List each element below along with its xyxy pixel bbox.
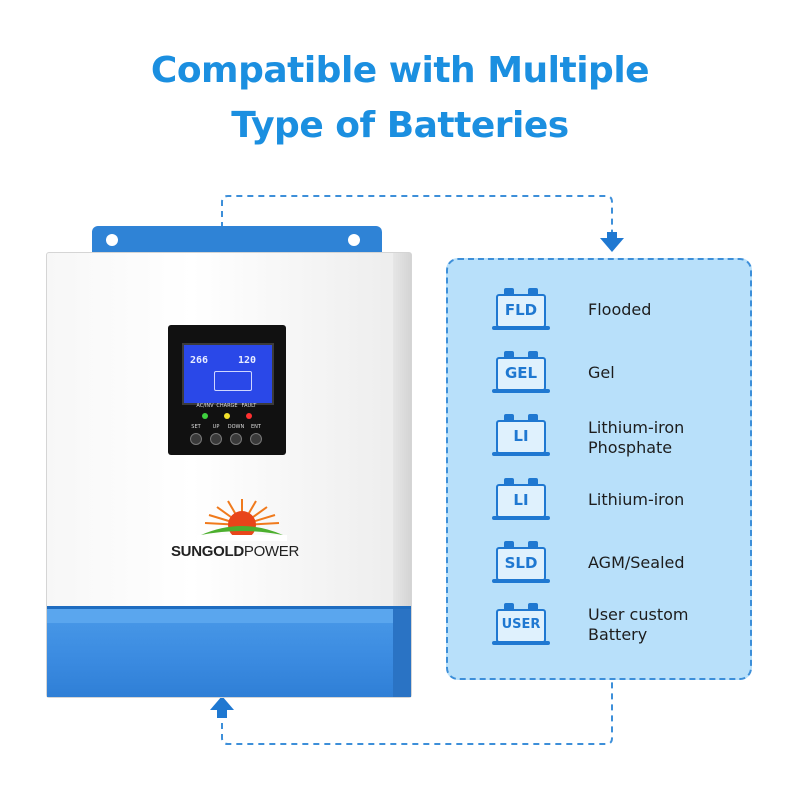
sun-logo-icon <box>197 499 287 541</box>
battery-code: LI <box>496 420 546 454</box>
button-label-set: SET <box>191 424 201 430</box>
battery-type-label: AGM/Sealed <box>588 553 685 572</box>
battery-type-label-line2: Phosphate <box>588 438 673 457</box>
up-button <box>210 433 222 445</box>
inverter-unit: 266 120 AC/INV CHARGE FAULT SET UP DOWN … <box>46 252 412 698</box>
led-charge <box>224 413 230 419</box>
bracket-hole <box>348 234 360 246</box>
bottom-flow-line <box>221 682 613 745</box>
battery-type-label: Gel <box>588 363 615 382</box>
down-arrow-icon <box>600 238 624 252</box>
battery-type-label: Lithium-iron <box>588 418 685 437</box>
battery-type-flooded: FLD Flooded <box>448 288 754 338</box>
bracket-hole <box>106 234 118 246</box>
battery-code: LI <box>496 484 546 518</box>
brand-light: POWER <box>243 543 300 560</box>
brand-bold: SUNGOLD <box>170 543 244 560</box>
battery-type-label-line2: Battery <box>588 625 648 644</box>
battery-type-label: Lithium-iron <box>588 490 685 509</box>
battery-code: GEL <box>496 357 546 391</box>
battery-code: SLD <box>496 547 546 581</box>
battery-icon: USER <box>492 603 550 645</box>
led-label-fault: FAULT <box>241 403 257 409</box>
mounting-bracket <box>92 226 382 256</box>
brand-name: SUNGOLDPOWER <box>155 543 315 560</box>
headline-line-1: Compatible with Multiple <box>150 50 650 91</box>
base-side <box>393 609 411 697</box>
battery-type-label: Flooded <box>588 300 652 319</box>
headline-line-2: Type of Batteries <box>231 105 569 146</box>
battery-type-lifepo4: LI Lithium-iron Phosphate <box>448 414 754 464</box>
led-fault <box>246 413 252 419</box>
led-ac <box>202 413 208 419</box>
battery-code: USER <box>496 609 546 643</box>
battery-icon: FLD <box>492 288 550 330</box>
battery-type-gel: GEL Gel <box>448 351 754 401</box>
set-button <box>190 433 202 445</box>
led-label-charge: CHARGE <box>216 403 238 409</box>
down-button <box>230 433 242 445</box>
lcd-left-value: 266 <box>190 355 209 366</box>
battery-icon: LI <box>492 478 550 520</box>
battery-type-label: User custom <box>588 605 689 624</box>
control-panel: 266 120 AC/INV CHARGE FAULT SET UP DOWN … <box>168 325 286 455</box>
ent-button <box>250 433 262 445</box>
base-top-edge <box>47 609 411 623</box>
battery-code: FLD <box>496 294 546 328</box>
battery-icon: GEL <box>492 351 550 393</box>
top-flow-line <box>221 195 613 238</box>
inverter-base <box>47 606 411 697</box>
battery-icon: LI <box>492 414 550 456</box>
battery-types-panel: FLD Flooded GEL Gel LI Lithium-iron Phos… <box>446 258 752 680</box>
button-label-ent: ENT <box>251 424 261 430</box>
button-label-down: DOWN <box>227 424 245 430</box>
up-arrow-icon <box>210 696 234 710</box>
battery-type-sealed: SLD AGM/Sealed <box>448 541 754 591</box>
lcd-right-value: 120 <box>238 355 257 366</box>
button-label-up: UP <box>212 424 220 430</box>
battery-type-user: USER User custom Battery <box>448 603 754 653</box>
battery-icon: SLD <box>492 541 550 583</box>
battery-type-lithium-iron: LI Lithium-iron <box>448 478 754 528</box>
lcd-status-icon <box>214 371 252 391</box>
led-label-ac: AC/INV <box>196 403 214 409</box>
inverter-side <box>393 253 411 697</box>
lcd-screen: 266 120 <box>182 343 274 405</box>
